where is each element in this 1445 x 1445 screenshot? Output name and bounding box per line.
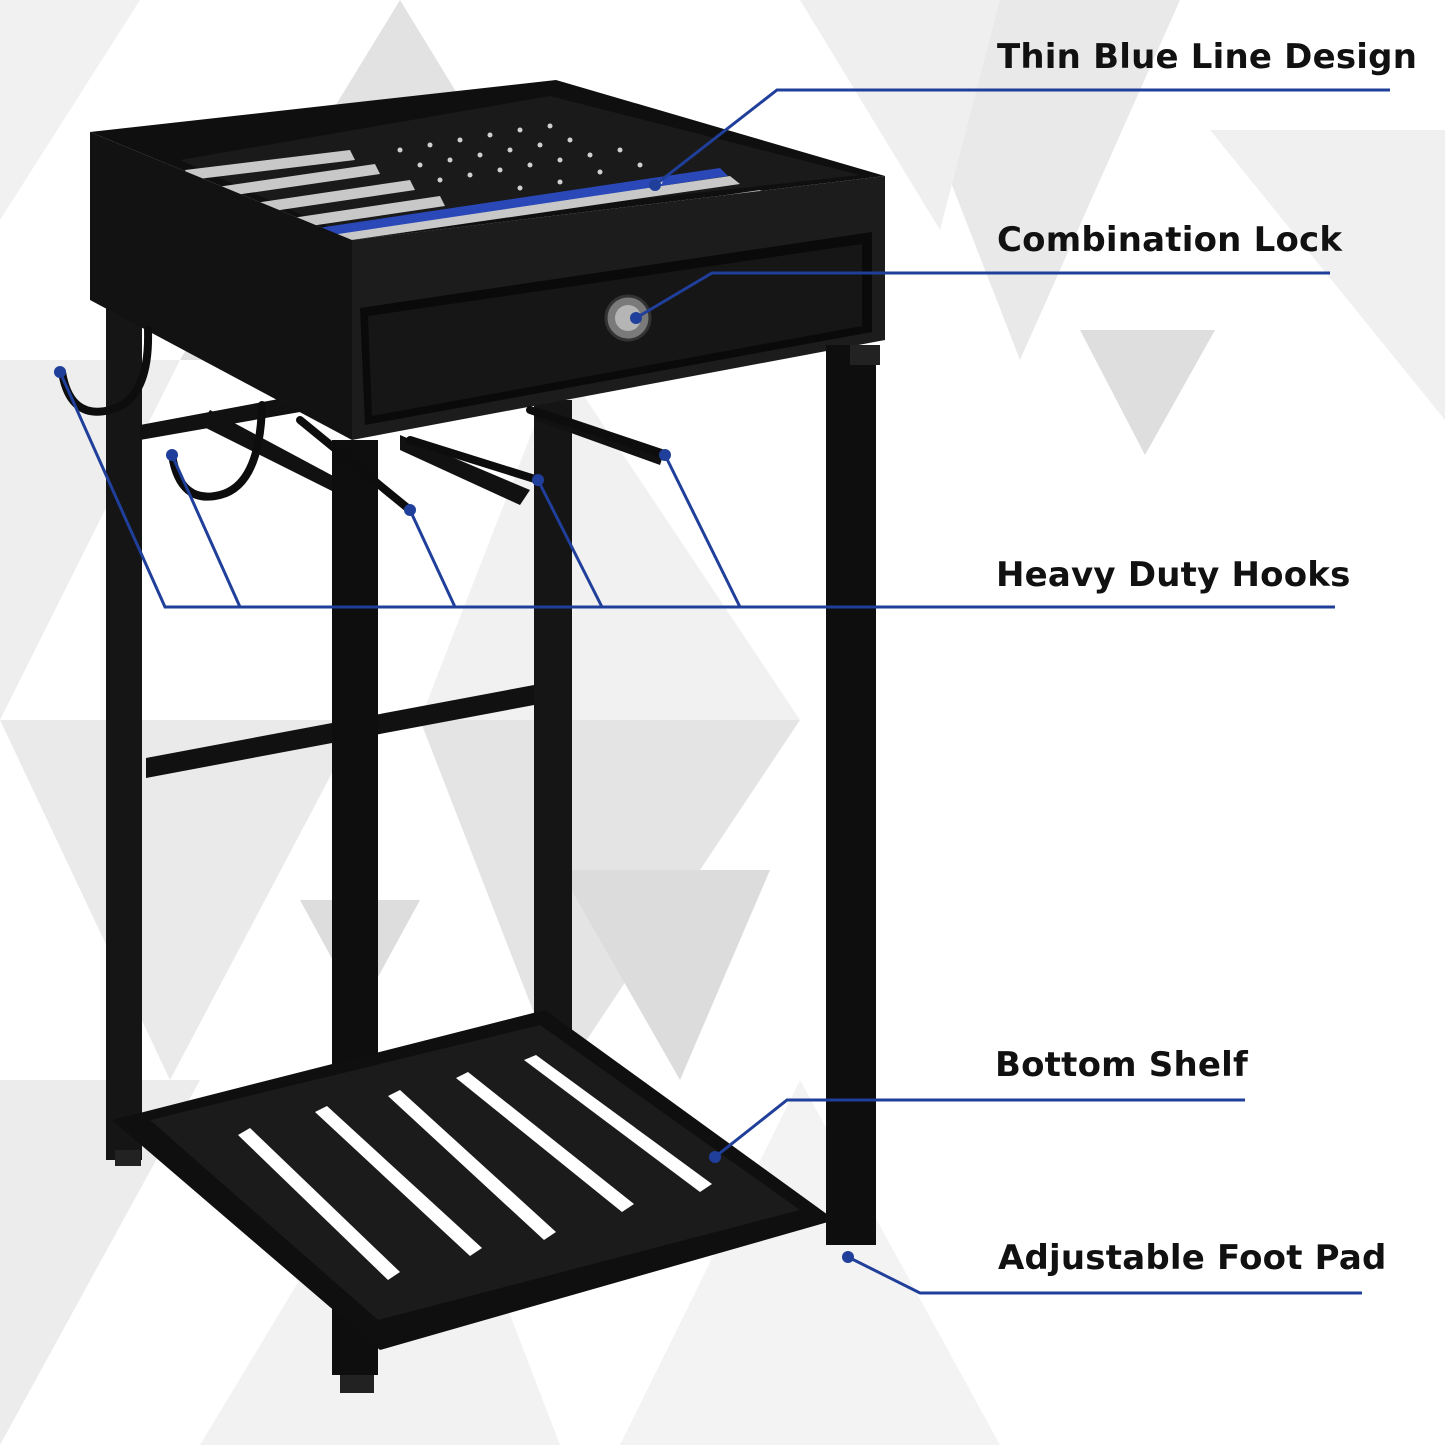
hooks <box>58 326 669 514</box>
callout-line-thin-blue <box>654 88 1390 187</box>
callout-label-bottom-shelf: Bottom Shelf <box>995 1045 1249 1085</box>
callout-label-adjustable-foot-pad: Adjustable Foot Pad <box>998 1238 1387 1278</box>
callout-label-combination-lock: Combination Lock <box>997 220 1343 260</box>
bottom-shelf <box>112 1010 835 1350</box>
callout-label-heavy-duty-hooks: Heavy Duty Hooks <box>996 555 1351 595</box>
callout-line-shelf <box>714 1098 1245 1159</box>
shelf-slots <box>238 1055 712 1280</box>
back-legs <box>106 300 572 1160</box>
callout-label-thin-blue-line: Thin Blue Line Design <box>997 37 1418 77</box>
star-field <box>397 123 663 191</box>
callout-dots <box>54 179 854 1263</box>
drawer <box>360 232 872 425</box>
callout-line-lock <box>635 271 1330 320</box>
callout-line-foot <box>847 1255 1362 1295</box>
callout-lines <box>58 88 1390 1295</box>
callout-line-hooks <box>58 371 1335 609</box>
